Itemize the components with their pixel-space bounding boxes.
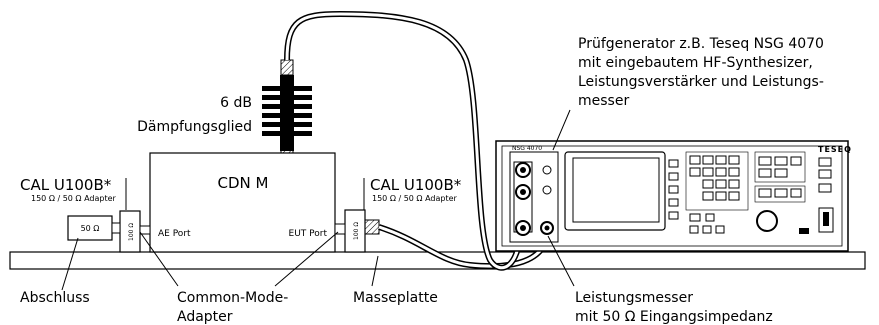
ae-port-label: AE Port	[158, 229, 191, 239]
cal-right-label: CAL U100B*	[370, 176, 462, 194]
generator-nsg4070: NSG 4070	[495, 140, 852, 252]
termination-label: Abschluss	[20, 290, 90, 306]
ground-plate-label: Masseplatte	[353, 290, 438, 306]
cal-left-label: CAL U100B*	[20, 176, 112, 194]
device-brand-label: TESEQ	[818, 145, 852, 154]
eut-port-label: EUT Port	[289, 229, 328, 239]
cdn-label: CDN M	[218, 174, 269, 192]
generator-label-line3: Leistungsverstärker und Leistungs-	[578, 74, 824, 90]
attenuator-name-label: Dämpfungsglied	[137, 119, 252, 135]
cm-adapter-label-line2: Adapter	[177, 309, 233, 325]
cm-adapter-label-line1: Common-Mode-	[177, 290, 288, 306]
attenuator-6db	[262, 59, 312, 154]
attenuator-value-label: 6 dB	[220, 95, 252, 111]
cm-adapter-left: 100 Ω	[119, 210, 151, 253]
adapter-left-value: 100 Ω	[128, 223, 135, 241]
power-meter-label-line1: Leistungsmesser	[575, 290, 693, 306]
termination-value: 50 Ω	[81, 224, 100, 233]
generator-label-line1: Prüfgenerator z.B. Teseq NSG 4070	[578, 36, 824, 52]
cm-adapter-right: 100 Ω	[334, 209, 380, 253]
power-meter-label-line2: mit 50 Ω Eingangsimpedanz	[575, 309, 773, 325]
cal-right-sublabel: 150 Ω / 50 Ω Adapter	[372, 194, 458, 203]
cdn-box	[149, 152, 336, 253]
device-model-label: NSG 4070	[512, 145, 542, 152]
generator-label-line4: messer	[578, 93, 629, 109]
generator-label-line2: mit eingebautem HF-Synthesizer,	[578, 55, 813, 71]
cal-left-sublabel: 150 Ω / 50 Ω Adapter	[31, 194, 117, 203]
adapter-right-value: 100 Ω	[353, 222, 360, 240]
termination-50ohm: 50 Ω	[67, 215, 121, 241]
